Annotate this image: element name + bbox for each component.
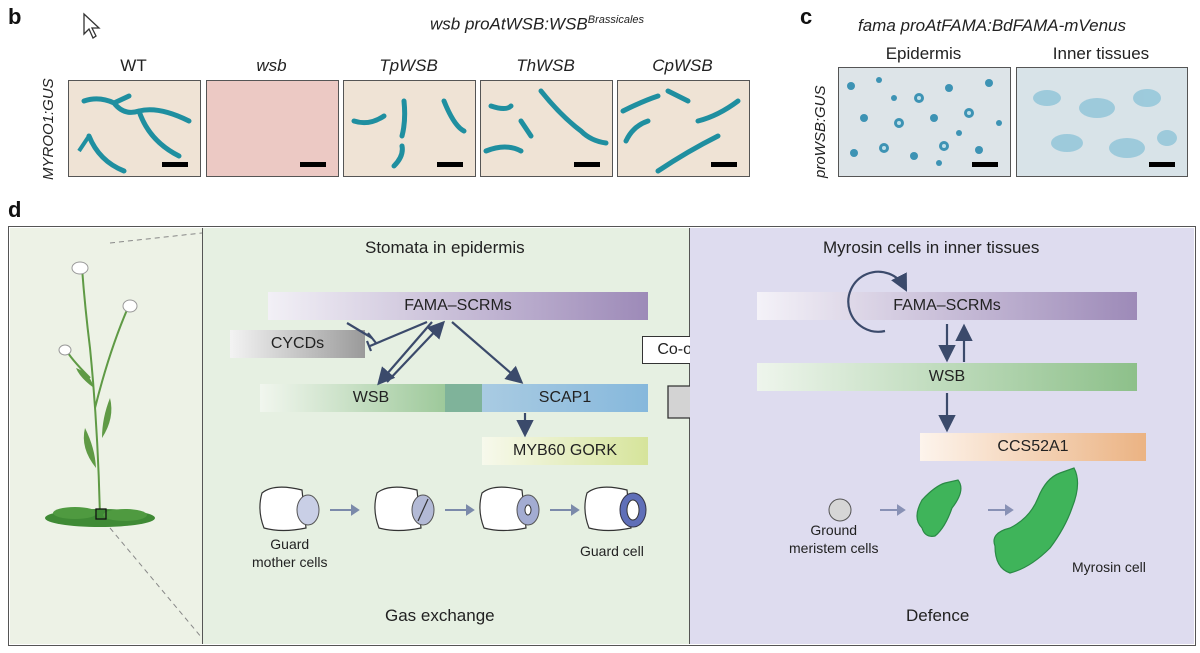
ground-meristem-caption: Ground meristem cells [789,521,878,557]
micrograph-thwsb [480,80,613,177]
gas-exchange-label: Gas exchange [385,606,495,625]
scale-bar [437,162,463,167]
panel-d-frame [8,226,1196,646]
scale-bar [711,162,737,167]
panel-b-ylabel: MYROO1:GUS [40,78,57,180]
myrosin-arrows [828,270,1079,574]
micrograph-epidermis [838,67,1011,177]
guard-cell-caption: Guard cell [580,543,644,559]
myb60-gork-bar: MYB60 GORK [482,437,648,465]
col-label-wsb: wsb [256,56,287,75]
guard-mother-cells-caption: Guard mother cells [252,535,327,571]
mouse-cursor-icon [83,12,101,39]
fama-scrms-bar-myrosin: FAMA–SCRMs [757,292,1137,320]
panel-b-title-sup: Brassicales [587,14,645,26]
scap1-label: SCAP1 [538,389,592,406]
panel-b-title-main: wsb proAtWSB:WSB [430,14,588,34]
ground-meristem-line2: meristem cells [789,540,879,556]
scap1-bar: SCAP1 [482,384,648,412]
micrograph-cpwsb [617,80,750,177]
fama-scrms-bar-stomata: FAMA–SCRMs [268,292,648,320]
guard-mother-line2: mother cells [252,554,328,570]
stomata-title: Stomata in epidermis [365,238,525,257]
micrograph-wt [68,80,201,177]
panel-d-letter: d [8,197,22,222]
col-label-inner-tissues: Inner tissues [1052,44,1150,63]
panel-b-letter: b [8,4,22,29]
col-label-thwsb: ThWSB [516,56,575,75]
col-label-tpwsb: TpWSB [379,56,438,75]
myrosin-cell-caption: Myrosin cell [1072,559,1146,575]
col-label-wt: WT [120,56,147,75]
stomata-arrows [259,320,647,532]
micrograph-inner-tissues [1016,67,1188,177]
scale-bar [300,162,326,167]
micrograph-tpwsb [343,80,476,177]
fama-scrms-label: FAMA–SCRMs [404,297,512,314]
panel-c-title: fama proAtFAMA:BdFAMA-mVenus [858,16,1126,35]
wsb-label: WSB [928,368,966,385]
wsb-scap1-overlap [445,384,482,412]
scale-bar [162,162,188,167]
panel-b-title: wsb proAtWSB:WSBBrassicales [430,14,644,35]
ccs52a1-bar: CCS52A1 [920,433,1146,461]
scale-bar [972,162,998,167]
fama-scrms-label: FAMA–SCRMs [893,297,1001,314]
col-label-epidermis: Epidermis [885,44,962,63]
defence-label: Defence [906,606,970,625]
panel-c-ylabel: proWSB:GUS [812,85,829,178]
wsb-label: WSB [352,389,390,406]
col-label-cpwsb: CpWSB [652,56,713,75]
cycds-bar: CYCDs [230,330,365,358]
ground-meristem-line1: Ground [810,522,858,538]
arabidopsis-plant-icon [45,232,203,639]
scale-bar [1149,162,1175,167]
myrosin-title: Myrosin cells in inner tissues [823,238,1040,257]
guard-mother-line1: Guard [270,536,310,552]
plant-section [10,228,203,644]
myb60-gork-label: MYB60 GORK [512,442,618,459]
scale-bar [574,162,600,167]
micrograph-wsb [206,80,339,177]
cycds-label: CYCDs [270,335,325,352]
wsb-bar-myrosin: WSB [757,363,1137,391]
ccs52a1-label: CCS52A1 [997,438,1069,455]
panel-c-letter: c [800,4,813,29]
